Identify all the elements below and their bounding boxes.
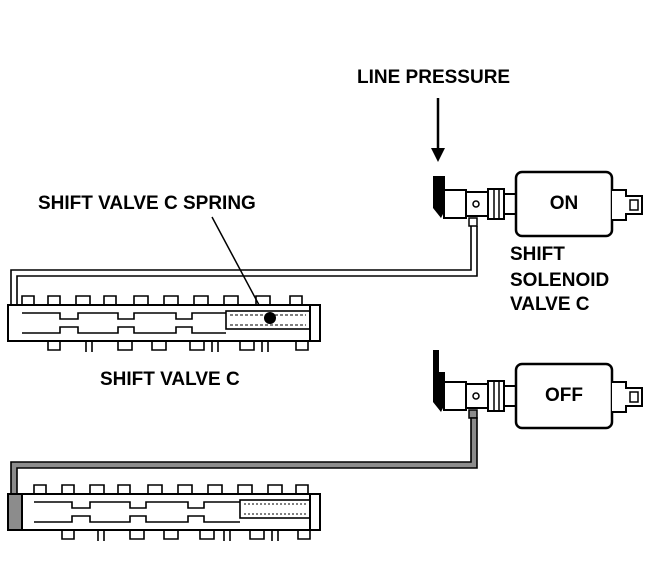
solenoid-connector-top [612,189,643,221]
solenoid-state-on: ON [549,193,579,214]
passage-bottom [10,417,478,496]
spring-ball-top [264,312,276,324]
spring-leader-line [211,216,267,319]
solenoid-valve-body-bottom [443,380,517,412]
top-solenoid-assembly [10,98,643,305]
solenoid-connector-bottom [612,381,643,413]
pressure-chamber-bottom [7,493,23,531]
solenoid-label-line3: VALVE C [510,294,590,315]
solenoid-state-off: OFF [545,385,583,406]
passage-top [10,226,478,305]
solenoid-valve-body-top [443,188,517,220]
solenoid-inlet-bottom [433,350,445,412]
shift-valve-top [7,295,321,352]
solenoid-label-line1: SHIFT [510,244,565,265]
solenoid-inlet-top [433,176,445,218]
line-pressure-label: LINE PRESSURE [357,67,511,88]
shift-valve-spring-label: SHIFT VALVE C SPRING [38,193,256,214]
solenoid-label-line2: SOLENOID [510,270,610,291]
shift-valve-bottom [7,484,321,541]
line-pressure-arrow [431,98,445,162]
shift-valve-label: SHIFT VALVE C [100,369,240,390]
